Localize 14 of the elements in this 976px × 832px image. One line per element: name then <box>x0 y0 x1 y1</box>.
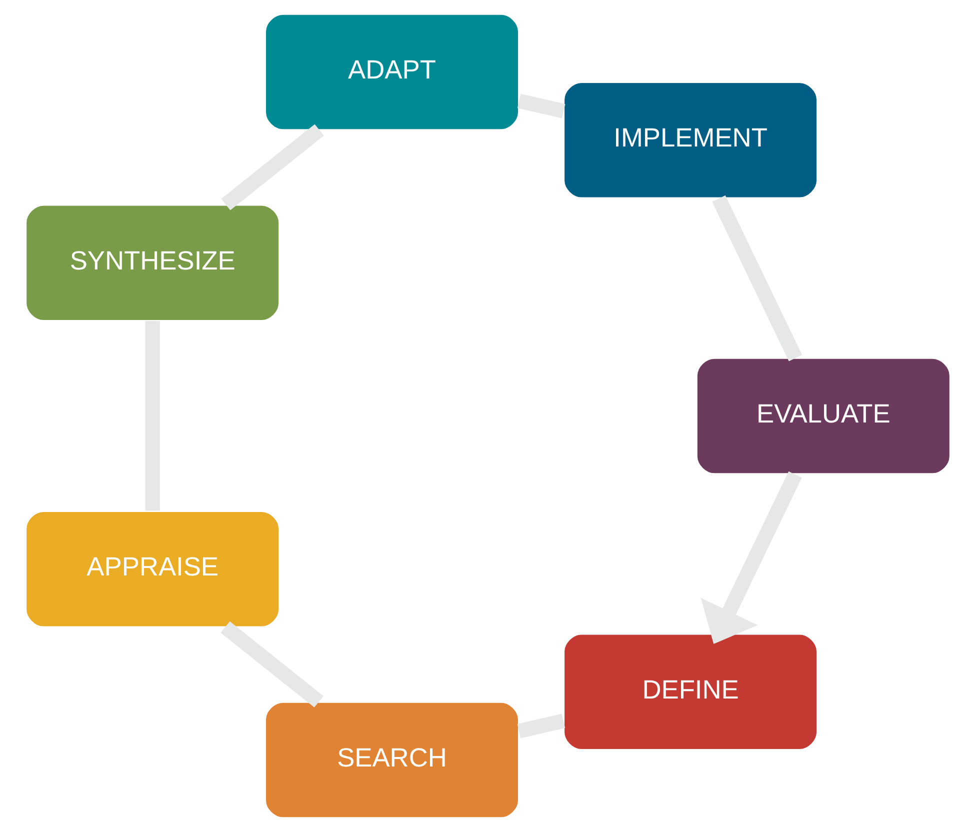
connector <box>517 714 566 738</box>
node-box: IMPLEMENT <box>563 82 818 199</box>
connector <box>517 94 566 118</box>
node-box: ADAPT <box>264 13 520 131</box>
node-box: SEARCH <box>264 701 520 819</box>
node-box: DEFINE <box>563 633 818 750</box>
connector <box>712 195 802 362</box>
connector <box>145 320 160 511</box>
connector <box>221 124 324 210</box>
node-box: SYNTHESIZE <box>25 204 280 322</box>
arrow <box>700 471 802 644</box>
node-box: EVALUATE <box>696 357 951 475</box>
connector <box>220 621 324 708</box>
node-box: APPRAISE <box>25 510 280 628</box>
